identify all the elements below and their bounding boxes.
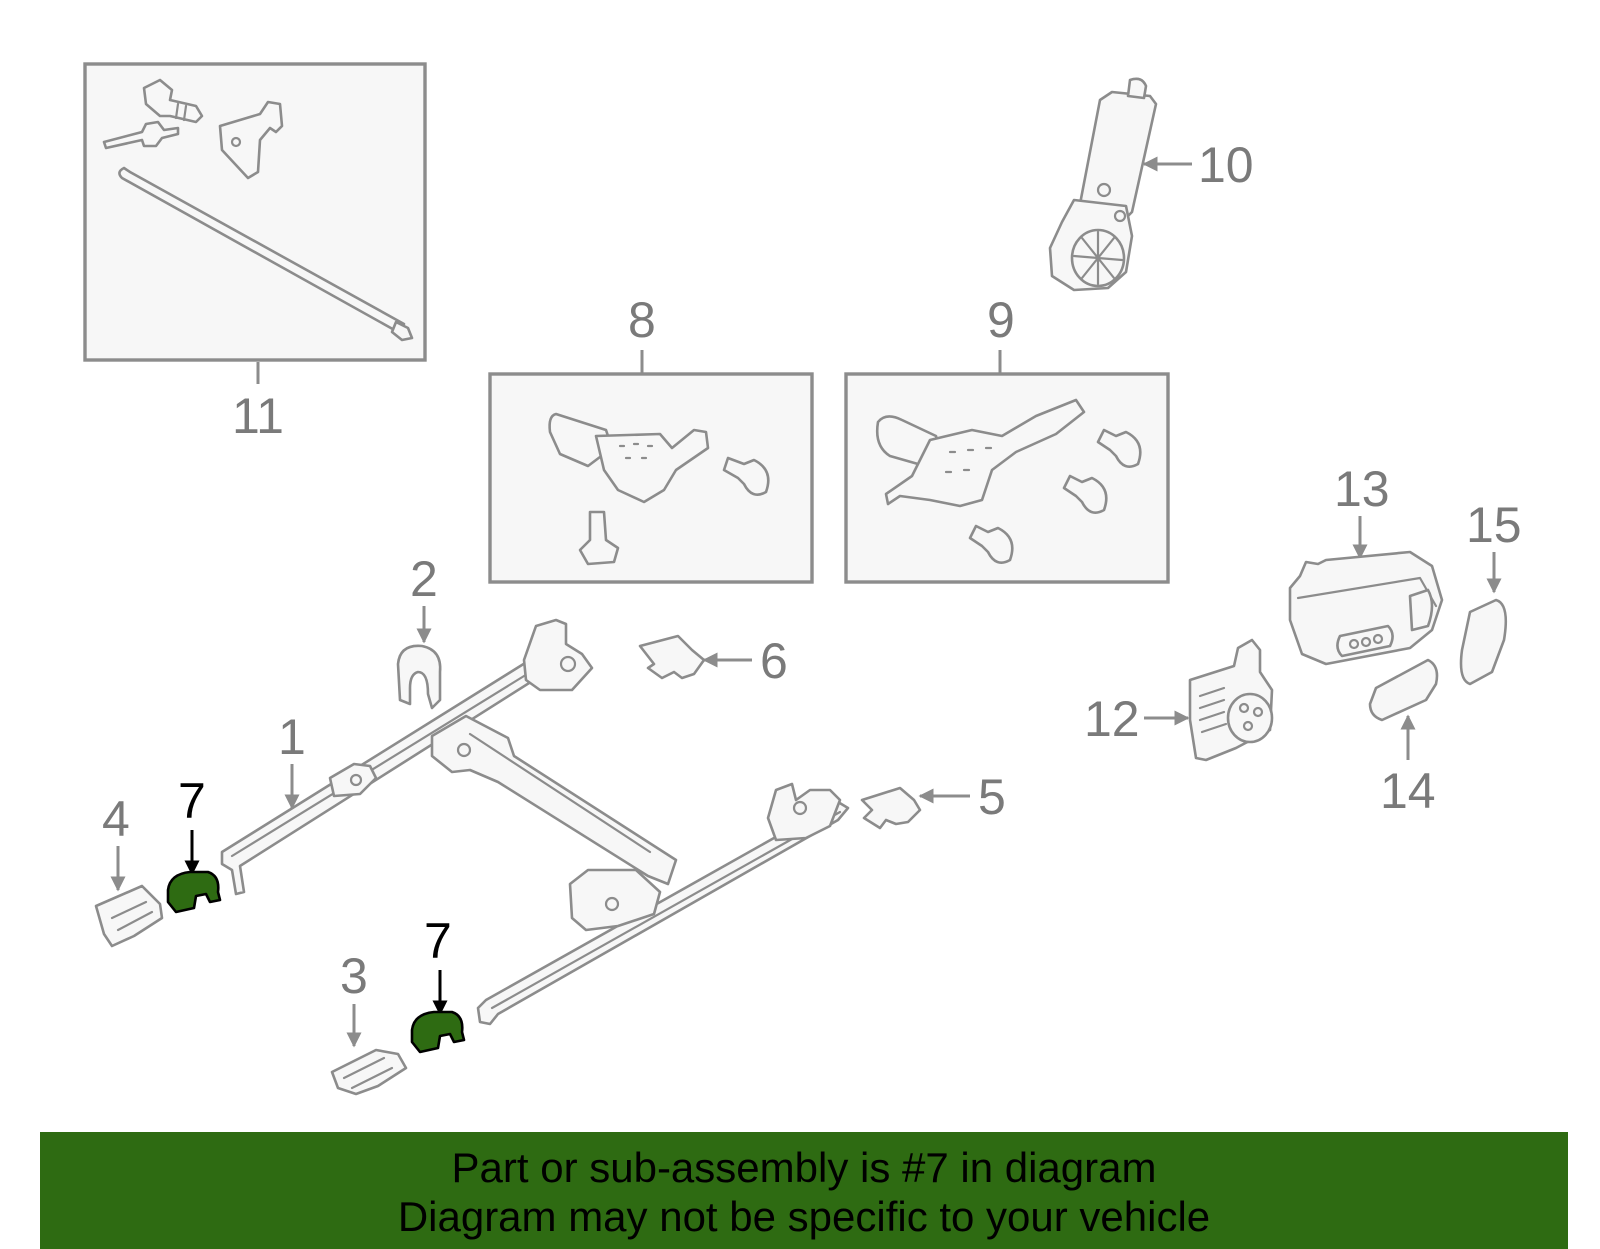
part-1-right-rail [476, 800, 850, 1026]
part-11-group[interactable] [83, 62, 427, 384]
part-3-end-cap[interactable] [330, 1048, 408, 1096]
part-13-connector [1336, 624, 1394, 658]
part-11-bracket [218, 100, 284, 180]
part-1-right-front-hole [604, 896, 620, 912]
part-10-motor[interactable] [1048, 77, 1192, 292]
part-4-end-cap-groove [110, 900, 154, 932]
part-13-pin-3 [1372, 633, 1384, 645]
part-1-front-left-bracket [328, 762, 378, 798]
part-12-dial-pin-3 [1242, 720, 1254, 732]
callout-9: 9 [987, 292, 1015, 348]
part-8-screw [722, 456, 770, 496]
part-7-cover-upper[interactable] [166, 870, 222, 914]
part-12-dial [1226, 692, 1274, 744]
part-11-bracket-hole [230, 136, 242, 148]
part-9-bracket-holes [944, 446, 993, 474]
part-1-track-frame[interactable] [220, 618, 850, 1026]
callout-11: 11 [232, 388, 284, 444]
part-8-bracket-holes [618, 442, 654, 460]
part-9-screw-2 [1062, 474, 1108, 514]
part-13-pin-1 [1348, 638, 1360, 650]
part-1-left-rail-line [230, 658, 552, 858]
callout-4: 4 [102, 791, 130, 847]
part-8-group[interactable] [488, 372, 814, 584]
callout-2: 2 [410, 551, 438, 607]
callout-14: 14 [1380, 763, 1436, 819]
part-1-cross-member [430, 714, 678, 886]
part-1-cross-line [468, 732, 652, 854]
part-10-mount-hole-1 [1096, 182, 1112, 198]
part-9-bracket [884, 398, 1086, 508]
part-1-right-rail-line [490, 810, 842, 1010]
part-12-ribs [1198, 686, 1228, 734]
part-6-clip[interactable] [638, 634, 706, 680]
callout-5: 5 [978, 769, 1006, 825]
callout-12: 12 [1084, 691, 1140, 747]
part-1-rear-bracket [522, 618, 594, 692]
part-12-dial-pin-2 [1252, 706, 1264, 718]
callout-8: 8 [628, 292, 656, 348]
part-8-bolt [578, 510, 620, 566]
part-8-bracket [594, 428, 710, 504]
callout-15: 15 [1466, 497, 1522, 553]
part-13-pin-2 [1360, 636, 1372, 648]
part-9-screw-1 [1096, 428, 1142, 468]
part-1-front-left-hole [349, 773, 363, 787]
part-11-bolt-thread [174, 102, 188, 122]
part-1-cross-hole [456, 742, 472, 758]
part-10-motor-cap [1126, 77, 1148, 100]
part-11-rivet [102, 120, 180, 150]
part-1-right-rear-hole [792, 800, 808, 816]
part-11-bolt [142, 78, 204, 124]
seat-track-exploded-diagram: 11 10 8 9 2 6 1 [83, 62, 1522, 1096]
part-3-end-cap-groove [342, 1056, 394, 1090]
callout-6: 6 [760, 633, 788, 689]
banner-line-2: Diagram may not be specific to your vehi… [397, 1193, 1211, 1240]
part-10-mount-hole-2 [1113, 209, 1127, 223]
part-12-dial-pin-1 [1238, 702, 1250, 714]
part-5-clip[interactable] [860, 786, 922, 830]
part-15-knob[interactable] [1459, 598, 1508, 686]
part-1-rear-bracket-hole [559, 655, 577, 673]
callout-3: 3 [340, 948, 368, 1004]
info-banner: Part or sub-assembly is #7 in diagram Di… [40, 1132, 1568, 1249]
callout-7-upper: 7 [178, 773, 206, 829]
callout-13: 13 [1334, 461, 1390, 517]
part-12-switch[interactable] [1188, 638, 1274, 762]
part-4-end-cap[interactable] [94, 884, 164, 948]
callout-1: 1 [278, 709, 306, 765]
callout-10: 10 [1198, 137, 1254, 193]
part-13-switch [1408, 588, 1434, 632]
part-7-cover-lower[interactable] [410, 1010, 466, 1054]
part-13-module[interactable] [1288, 550, 1444, 666]
part-14-knob[interactable] [1368, 658, 1439, 722]
part-9-group[interactable] [844, 372, 1170, 584]
part-11-rod-end [390, 320, 414, 342]
callout-7-lower: 7 [424, 913, 452, 969]
part-10-gear-spokes [1072, 230, 1124, 286]
part-9-screw-3 [968, 524, 1014, 564]
banner-line-1: Part or sub-assembly is #7 in diagram [451, 1144, 1157, 1191]
part-2-cap[interactable] [396, 644, 442, 710]
